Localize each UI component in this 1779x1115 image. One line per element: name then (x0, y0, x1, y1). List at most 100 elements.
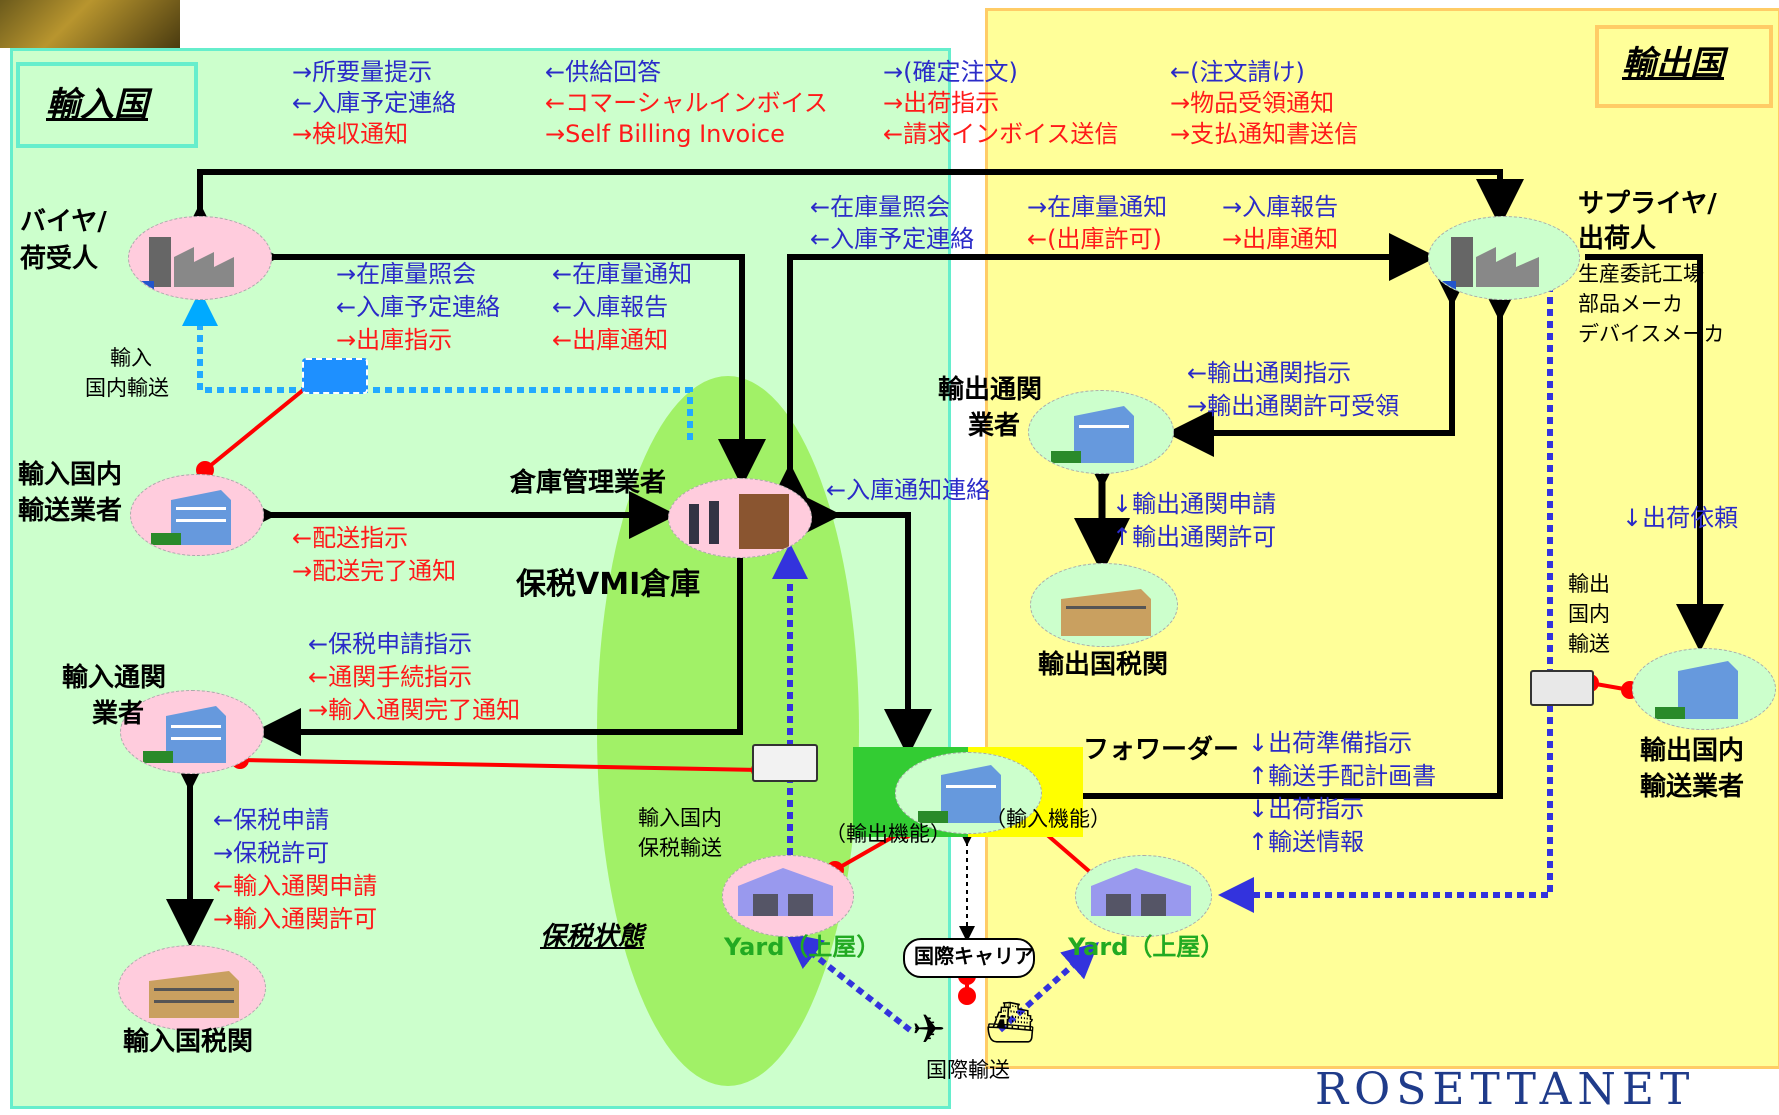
buyer-label-2: 荷受人 (20, 244, 99, 274)
bonded-transport-truck-icon (752, 744, 818, 782)
msg-m4a: →在庫量照会 (336, 260, 477, 288)
msg-top-3a: →(確定注文) (883, 58, 1018, 86)
msg-top-2c: →Self Billing Invoice (545, 120, 785, 148)
intl-carrier-label: 国際キャリア (914, 944, 1034, 968)
export-domestic-label-2: 国内 (1568, 602, 1610, 626)
msg-m2a: →在庫量通知 (1027, 193, 1168, 221)
import-domestic-label-1: 輸入 (110, 346, 152, 370)
msg-top-1c: →検収通知 (292, 120, 409, 148)
import-customs-building-icon[interactable] (118, 945, 266, 1031)
msg-m12b: ↑輸送手配計画書 (1248, 762, 1437, 790)
yard-left-warehouse-icon[interactable] (722, 855, 854, 937)
export-domestic-label-3: 輸送 (1568, 632, 1610, 656)
export-domestic-truck-icon (1530, 670, 1594, 706)
msg-m3a: →入庫報告 (1222, 193, 1339, 221)
supplier-sub-1: 生産委託工場 (1578, 262, 1704, 286)
import-transport-label-1: 輸入国内 (18, 460, 123, 490)
msg-top-4a: ←(注文請け) (1170, 58, 1305, 86)
msg-m4c: →出庫指示 (336, 326, 453, 354)
export-customs-label: 輸出国税関 (1038, 650, 1169, 680)
gear-decoration (0, 0, 180, 48)
export-domestic-label-1: 輸出 (1568, 572, 1610, 596)
msg-top-4b: →物品受領通知 (1170, 89, 1335, 117)
bonded-transport-label-1: 輸入国内 (638, 806, 722, 830)
msg-top-2b: ←コマーシャルインボイス (545, 89, 828, 117)
import-customs-agent-label-2: 業者 (92, 699, 145, 729)
msg-m12c: ↓出荷指示 (1248, 795, 1365, 823)
msg-m10a: ←配送指示 (292, 524, 409, 552)
msg-m7: ←入庫通知連絡 (826, 476, 991, 504)
import-domestic-truck-icon (302, 358, 368, 394)
supplier-sub-3: デバイスメーカ (1578, 322, 1725, 346)
msg-m12a: ↓出荷準備指示 (1248, 729, 1413, 757)
msg-m6b: →輸出通関許可受領 (1187, 392, 1400, 420)
import-customs-agent-icon[interactable] (120, 690, 264, 774)
warehouse-manager-icon[interactable] (668, 478, 812, 558)
msg-m6a: ←輸出通関指示 (1187, 359, 1352, 387)
msg-top-3c: ←請求インボイス送信 (883, 120, 1119, 148)
msg-m5c: ←出庫通知 (552, 326, 669, 354)
msg-m13d: →輸入通関許可 (213, 905, 378, 933)
msg-m12d: ↑輸送情報 (1248, 828, 1365, 856)
export-transport-label-1: 輸出国内 (1640, 736, 1745, 766)
export-country-title: 輸出国 (1622, 44, 1724, 84)
supplier-sub-2: 部品メーカ (1578, 292, 1683, 316)
msg-m11a: ←保税申請指示 (308, 630, 473, 658)
export-title-box (1595, 25, 1773, 108)
msg-m1b: ←入庫予定連絡 (810, 225, 975, 253)
yard-right-label: Yard（上屋） (1068, 933, 1225, 961)
msg-top-1a: →所要量提示 (292, 58, 433, 86)
intl-transport-label: 国際輸送 (926, 1058, 1010, 1082)
msg-m9: ↓出荷依頼 (1622, 504, 1739, 532)
ship-icon: ⛴ (985, 1000, 1036, 1046)
msg-m13a: ←保税申請 (213, 806, 330, 834)
msg-m11c: →輸入通関完了通知 (308, 696, 521, 724)
buyer-label-1: バイヤ/ (20, 207, 107, 237)
msg-m8b: ↑輸出通関許可 (1112, 523, 1277, 551)
msg-m1a: ←在庫量照会 (810, 193, 951, 221)
intl-carrier-pill (903, 938, 1035, 978)
buyer-factory-icon[interactable] (128, 216, 272, 300)
msg-m13c: ←輸入通関申請 (213, 872, 378, 900)
import-transport-building-icon[interactable] (130, 474, 264, 556)
vmi-warehouse-label: 保税VMI倉庫 (516, 567, 701, 602)
msg-m5b: ←入庫報告 (552, 293, 669, 321)
supplier-label-1: サプライヤ/ (1578, 189, 1717, 219)
import-domestic-label-2: 国内輸送 (85, 376, 169, 400)
msg-m2b: ←(出庫許可) (1027, 225, 1162, 253)
export-customs-building-icon[interactable] (1030, 563, 1178, 647)
supplier-factory-icon[interactable] (1428, 216, 1580, 300)
export-transport-building-icon[interactable] (1632, 648, 1776, 730)
bonded-transport-label-2: 保税輸送 (638, 836, 722, 860)
yard-right-warehouse-icon[interactable] (1075, 855, 1212, 937)
export-customs-agent-label-1: 輸出通関 (938, 375, 1043, 405)
msg-top-2a: ←供給回答 (545, 58, 662, 86)
import-customs-agent-label-1: 輸入通関 (62, 663, 167, 693)
forwarder-label: フォワーダー (1083, 735, 1240, 765)
export-customs-agent-icon[interactable] (1028, 390, 1174, 474)
forwarder-building-icon[interactable] (895, 752, 1042, 834)
rosettanet-logo: RosettaNet (1315, 1064, 1696, 1115)
import-country-title: 輸入国 (46, 85, 148, 125)
msg-m5a: ←在庫量通知 (552, 260, 693, 288)
import-function-label: （輸入機能） (985, 807, 1111, 831)
msg-top-3b: →出荷指示 (883, 89, 1000, 117)
msg-m10b: →配送完了通知 (292, 557, 457, 585)
msg-top-4c: →支払通知書送信 (1170, 120, 1359, 148)
export-transport-label-2: 輸送業者 (1640, 772, 1745, 802)
airplane-icon: ✈ (912, 1007, 946, 1053)
bonded-state-label: 保税状態 (540, 922, 645, 952)
msg-m4b: ←入庫予定連絡 (336, 293, 501, 321)
supplier-label-2: 出荷人 (1578, 224, 1657, 254)
msg-top-1b: ←入庫予定連絡 (292, 89, 457, 117)
import-transport-label-2: 輸送業者 (18, 496, 123, 526)
export-customs-agent-label-2: 業者 (968, 411, 1021, 441)
msg-m13b: →保税許可 (213, 839, 330, 867)
msg-m8a: ↓輸出通関申請 (1112, 490, 1277, 518)
msg-m11b: ←通関手続指示 (308, 663, 473, 691)
msg-m3b: →出庫通知 (1222, 225, 1339, 253)
import-title-box (16, 62, 198, 148)
export-function-label: （輸出機能） (825, 822, 951, 846)
import-customs-label: 輸入国税関 (123, 1027, 254, 1057)
yard-left-label: Yard（上屋） (724, 933, 881, 961)
